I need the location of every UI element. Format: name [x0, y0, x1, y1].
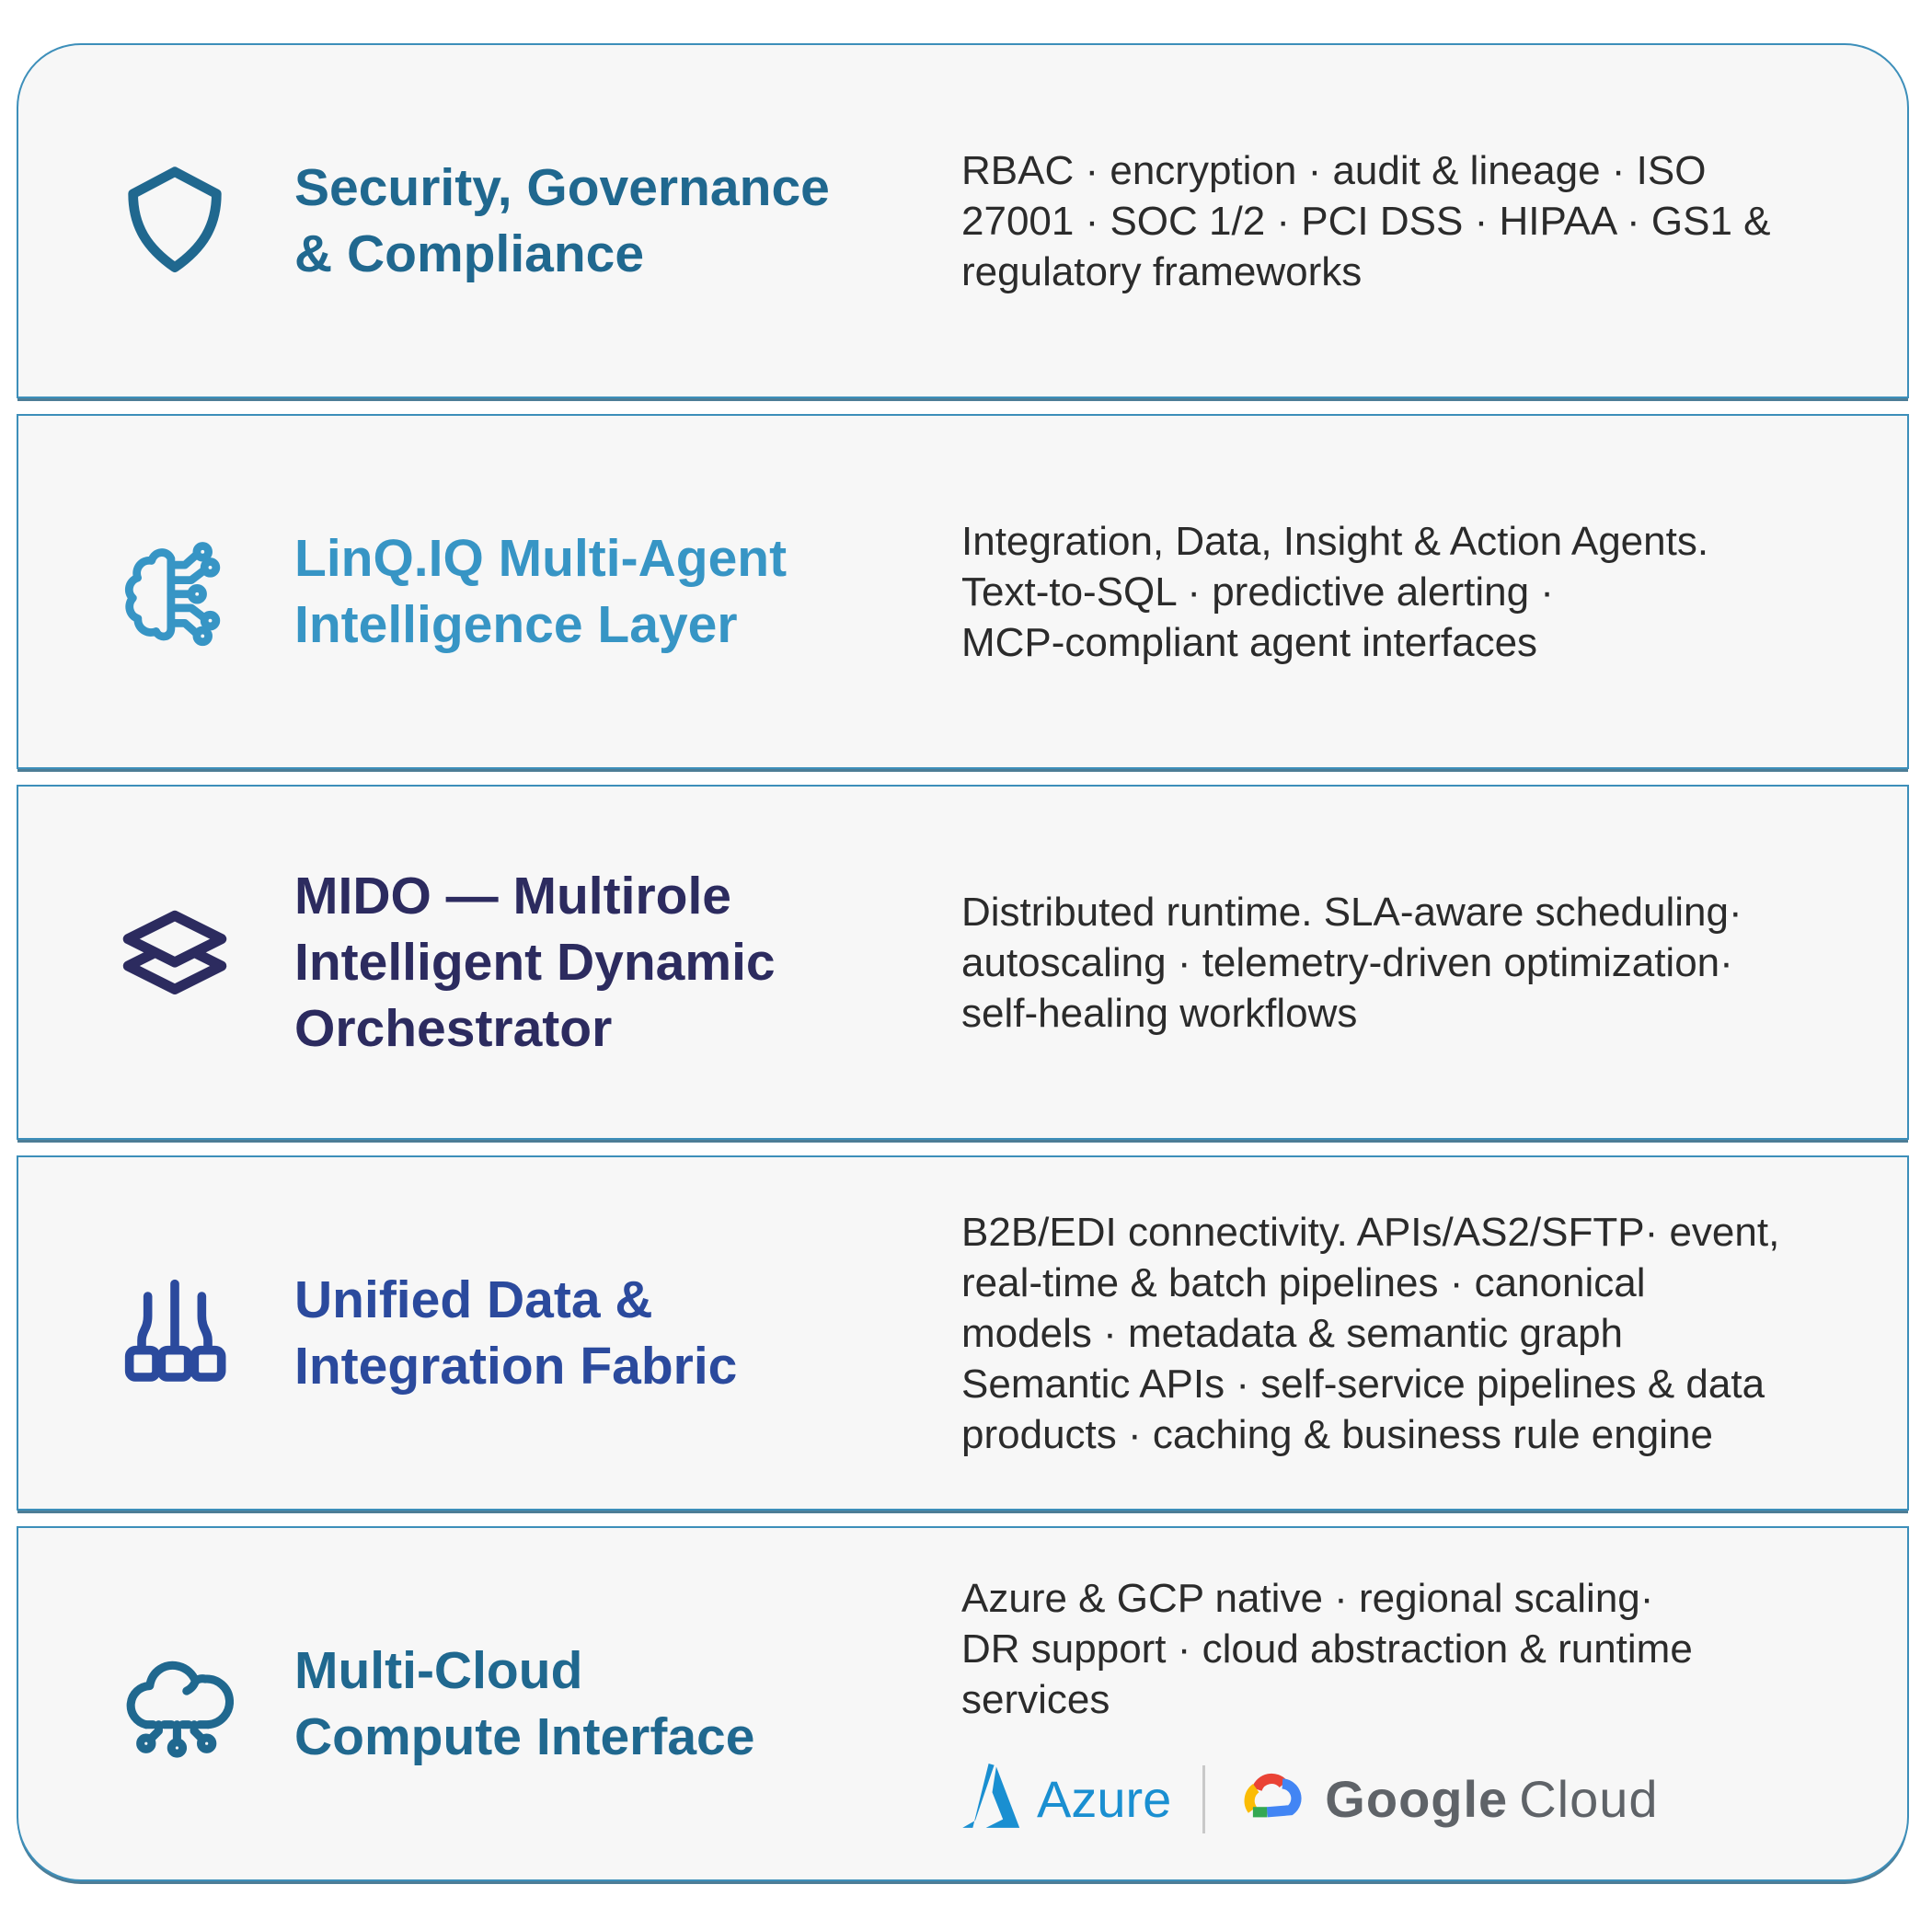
card-description: B2B/EDI connectivity. APIs/AS2/SFTP· eve…	[961, 1209, 1780, 1457]
card-security-governance-compliance: Security, Governance & Compliance RBAC ·…	[17, 43, 1909, 398]
card-description-column: RBAC · encryption · audit & lineage · IS…	[961, 145, 1891, 297]
brain-circuit-icon	[106, 531, 244, 652]
card-description: Distributed runtime. SLA-aware schedulin…	[961, 889, 1742, 1036]
logo-divider	[1202, 1764, 1206, 1833]
google-cloud-logo-icon	[1236, 1767, 1308, 1831]
card-description-column: B2B/EDI connectivity. APIs/AS2/SFTP· eve…	[961, 1207, 1891, 1460]
card-title: Multi-Cloud Compute Interface	[294, 1641, 755, 1766]
card-mido-orchestrator: MIDO — Multirole Intelligent Dynamic Orc…	[17, 785, 1909, 1140]
card-description-column: Azure & GCP native · regional scaling· D…	[961, 1573, 1891, 1834]
shield-icon	[106, 162, 244, 280]
card-multi-cloud-compute-interface: Multi-Cloud Compute Interface Azure & GC…	[17, 1526, 1909, 1881]
card-title: LinQ.IQ Multi-Agent Intelligence Layer	[294, 529, 788, 654]
azure-logo-icon	[961, 1764, 1022, 1834]
architecture-layer-stack: Security, Governance & Compliance RBAC ·…	[17, 43, 1909, 1881]
card-description-column: Integration, Data, Insight & Action Agen…	[961, 516, 1891, 668]
card-title: Unified Data & Integration Fabric	[294, 1270, 738, 1396]
layers-icon	[106, 903, 244, 1021]
card-description: Integration, Data, Insight & Action Agen…	[961, 518, 1709, 665]
card-linq-iq-multi-agent-intelligence-layer: LinQ.IQ Multi-Agent Intelligence Layer I…	[17, 414, 1909, 769]
google-label: Google	[1325, 1770, 1509, 1828]
azure-logo-label: Azure	[1037, 1770, 1172, 1828]
card-title: Security, Governance & Compliance	[294, 158, 830, 283]
cloud-circuit-icon	[106, 1645, 244, 1763]
card-unified-data-integration-fabric: Unified Data & Integration Fabric B2B/ED…	[17, 1155, 1909, 1511]
card-title: MIDO — Multirole Intelligent Dynamic Orc…	[294, 867, 776, 1058]
card-description-column: Distributed runtime. SLA-aware schedulin…	[961, 887, 1891, 1039]
cloud-label: Cloud	[1519, 1770, 1659, 1828]
card-description: RBAC · encryption · audit & lineage · IS…	[961, 147, 1771, 294]
card-description: Azure & GCP native · regional scaling· D…	[961, 1576, 1693, 1722]
integration-icon	[106, 1274, 244, 1392]
